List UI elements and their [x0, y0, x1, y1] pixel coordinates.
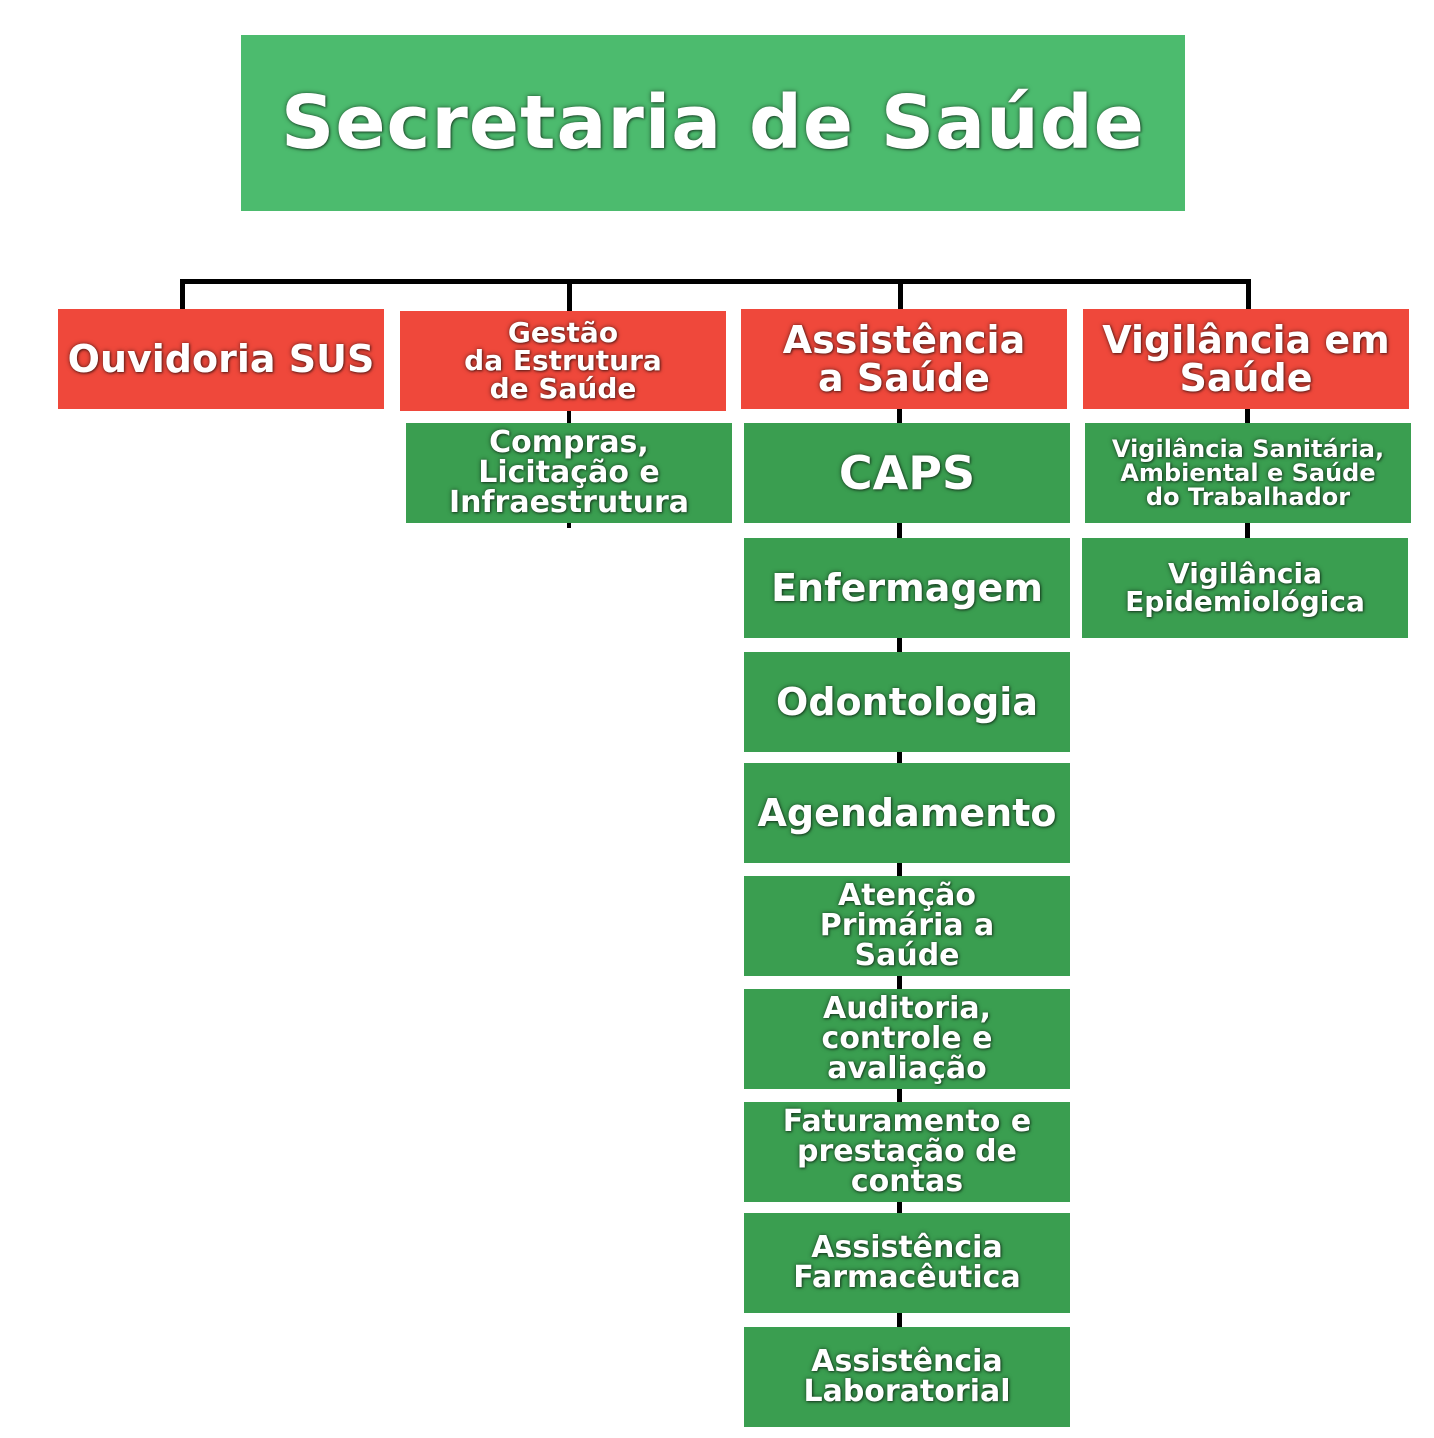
unit-assistencia-laboratorial: Assistência Laboratorial: [744, 1327, 1070, 1427]
dept-ouvidoria-sus: Ouvidoria SUS: [58, 309, 384, 409]
connector-assistencia: [898, 279, 903, 314]
unit-odontologia: Odontologia: [744, 652, 1070, 752]
dept-assistencia-saude: Assistência a Saúde: [741, 309, 1067, 409]
connector-horizontal: [180, 279, 1251, 284]
unit-auditoria: Auditoria, controle e avaliação: [744, 989, 1070, 1089]
unit-assistencia-farmaceutica: Assistência Farmacêutica: [744, 1213, 1070, 1313]
connector-assistencia-units: [897, 405, 902, 1330]
unit-atencao-primaria: Atenção Primária a Saúde: [744, 876, 1070, 976]
unit-caps: CAPS: [744, 423, 1070, 523]
page-title: Secretaria de Saúde: [241, 35, 1185, 211]
unit-vigilancia-sanitaria: Vigilância Sanitária, Ambiental e Saúde …: [1085, 423, 1411, 523]
unit-faturamento: Faturamento e prestação de contas: [744, 1102, 1070, 1202]
connector-vigilancia: [1246, 279, 1251, 317]
connector-gestao: [567, 279, 572, 314]
dept-gestao-estrutura: Gestão da Estrutura de Saúde: [400, 311, 726, 411]
unit-agendamento: Agendamento: [744, 763, 1070, 863]
unit-enfermagem: Enfermagem: [744, 538, 1070, 638]
dept-vigilancia-saude: Vigilância em Saúde: [1083, 309, 1409, 409]
unit-compras-licitacao: Compras, Licitação e Infraestrutura: [406, 423, 732, 523]
connector-ouvidoria: [180, 279, 185, 314]
unit-vigilancia-epidemiologica: Vigilância Epidemiológica: [1082, 538, 1408, 638]
